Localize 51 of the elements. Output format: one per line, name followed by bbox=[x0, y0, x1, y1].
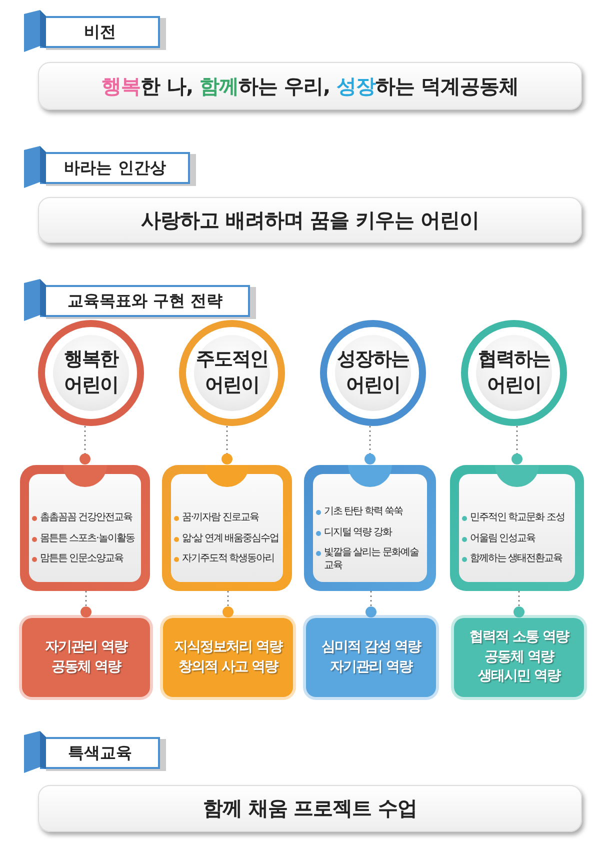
strategy-card bbox=[450, 465, 584, 591]
strategy-card bbox=[304, 465, 436, 591]
competency-box bbox=[454, 618, 584, 697]
strategy-item: 디지털 역량 강화 bbox=[316, 526, 424, 539]
goal-text: 행복한 어린이 bbox=[63, 347, 120, 398]
competency-text: 협력적 소통 역량 bbox=[470, 628, 568, 648]
dotted-connector bbox=[514, 591, 524, 618]
strategy-item: 빛깔을 살리는 문화예술교육 bbox=[316, 547, 424, 572]
competency-text: 지식정보처리 역량 bbox=[174, 638, 282, 657]
competency-text: 자기관리 역량 bbox=[45, 638, 127, 657]
dotted-connector bbox=[366, 591, 376, 618]
statement-text: 함께 채움 프로젝트 수업 bbox=[202, 795, 418, 822]
competency-text: 공동체 역량 bbox=[484, 648, 554, 667]
statement-text: 사랑하고 배려하며 꿈을 키우는 어린이 bbox=[141, 206, 479, 234]
strategy-item: 촘촘꼼꼼 건강안전교육 bbox=[32, 512, 138, 525]
dotted-connector bbox=[80, 426, 90, 464]
strategy-item: 함께하는 생태전환교육 bbox=[462, 553, 572, 566]
strategy-item: 맘튼튼 인문소양교육 bbox=[32, 553, 138, 566]
strategy-item: 기초 탄탄 학력 쑥쑥 bbox=[316, 506, 424, 518]
dotted-connector bbox=[512, 426, 522, 464]
strategy-item: 앎·삶 연계 배움중심수업 bbox=[174, 532, 280, 546]
strategy-card bbox=[20, 465, 150, 591]
section-title: 교육목표와 구현 전략 bbox=[67, 290, 223, 312]
competency-text: 심미적 감성 역량 bbox=[322, 638, 420, 657]
competency-text: 자기관리 역량 bbox=[330, 658, 412, 676]
strategy-item: 몸튼튼 스포츠·놀이활동 bbox=[32, 532, 138, 546]
dotted-connector bbox=[222, 426, 232, 464]
statement-banner bbox=[38, 197, 582, 243]
competency-box bbox=[22, 618, 150, 697]
strategy-item: 민주적인 학교문화 조성 bbox=[462, 512, 572, 525]
goal-text: 성장하는 어린이 bbox=[336, 347, 410, 398]
strategy-item: 꿈·끼자람 진로교육 bbox=[174, 512, 280, 525]
section-title: 특색교육 bbox=[68, 742, 132, 764]
statement-text: 행복한 나, 함께하는 우리, 성장하는 덕계공동체 bbox=[101, 72, 519, 100]
competency-text: 공동체 역량 bbox=[52, 658, 120, 676]
dotted-connector bbox=[364, 426, 376, 464]
section-title: 바라는 인간상 bbox=[64, 158, 166, 178]
strategy-card bbox=[162, 465, 292, 591]
statement-banner bbox=[38, 785, 582, 832]
section-title: 비전 bbox=[84, 22, 116, 42]
competency-box bbox=[306, 618, 436, 697]
goal-text: 주도적인 어린이 bbox=[195, 347, 269, 398]
competency-box bbox=[163, 618, 293, 697]
strategy-item: 자기주도적 학생동아리 bbox=[174, 553, 280, 566]
competency-text: 생태시민 역량 bbox=[478, 667, 560, 686]
dotted-connector bbox=[222, 591, 234, 618]
goal-text: 협력하는 어린이 bbox=[477, 347, 551, 398]
competency-text: 창의적 사고 역량 bbox=[178, 658, 278, 676]
strategy-item: 어울림 인성교육 bbox=[462, 532, 572, 546]
dotted-connector bbox=[80, 591, 92, 618]
statement-banner bbox=[38, 62, 582, 110]
